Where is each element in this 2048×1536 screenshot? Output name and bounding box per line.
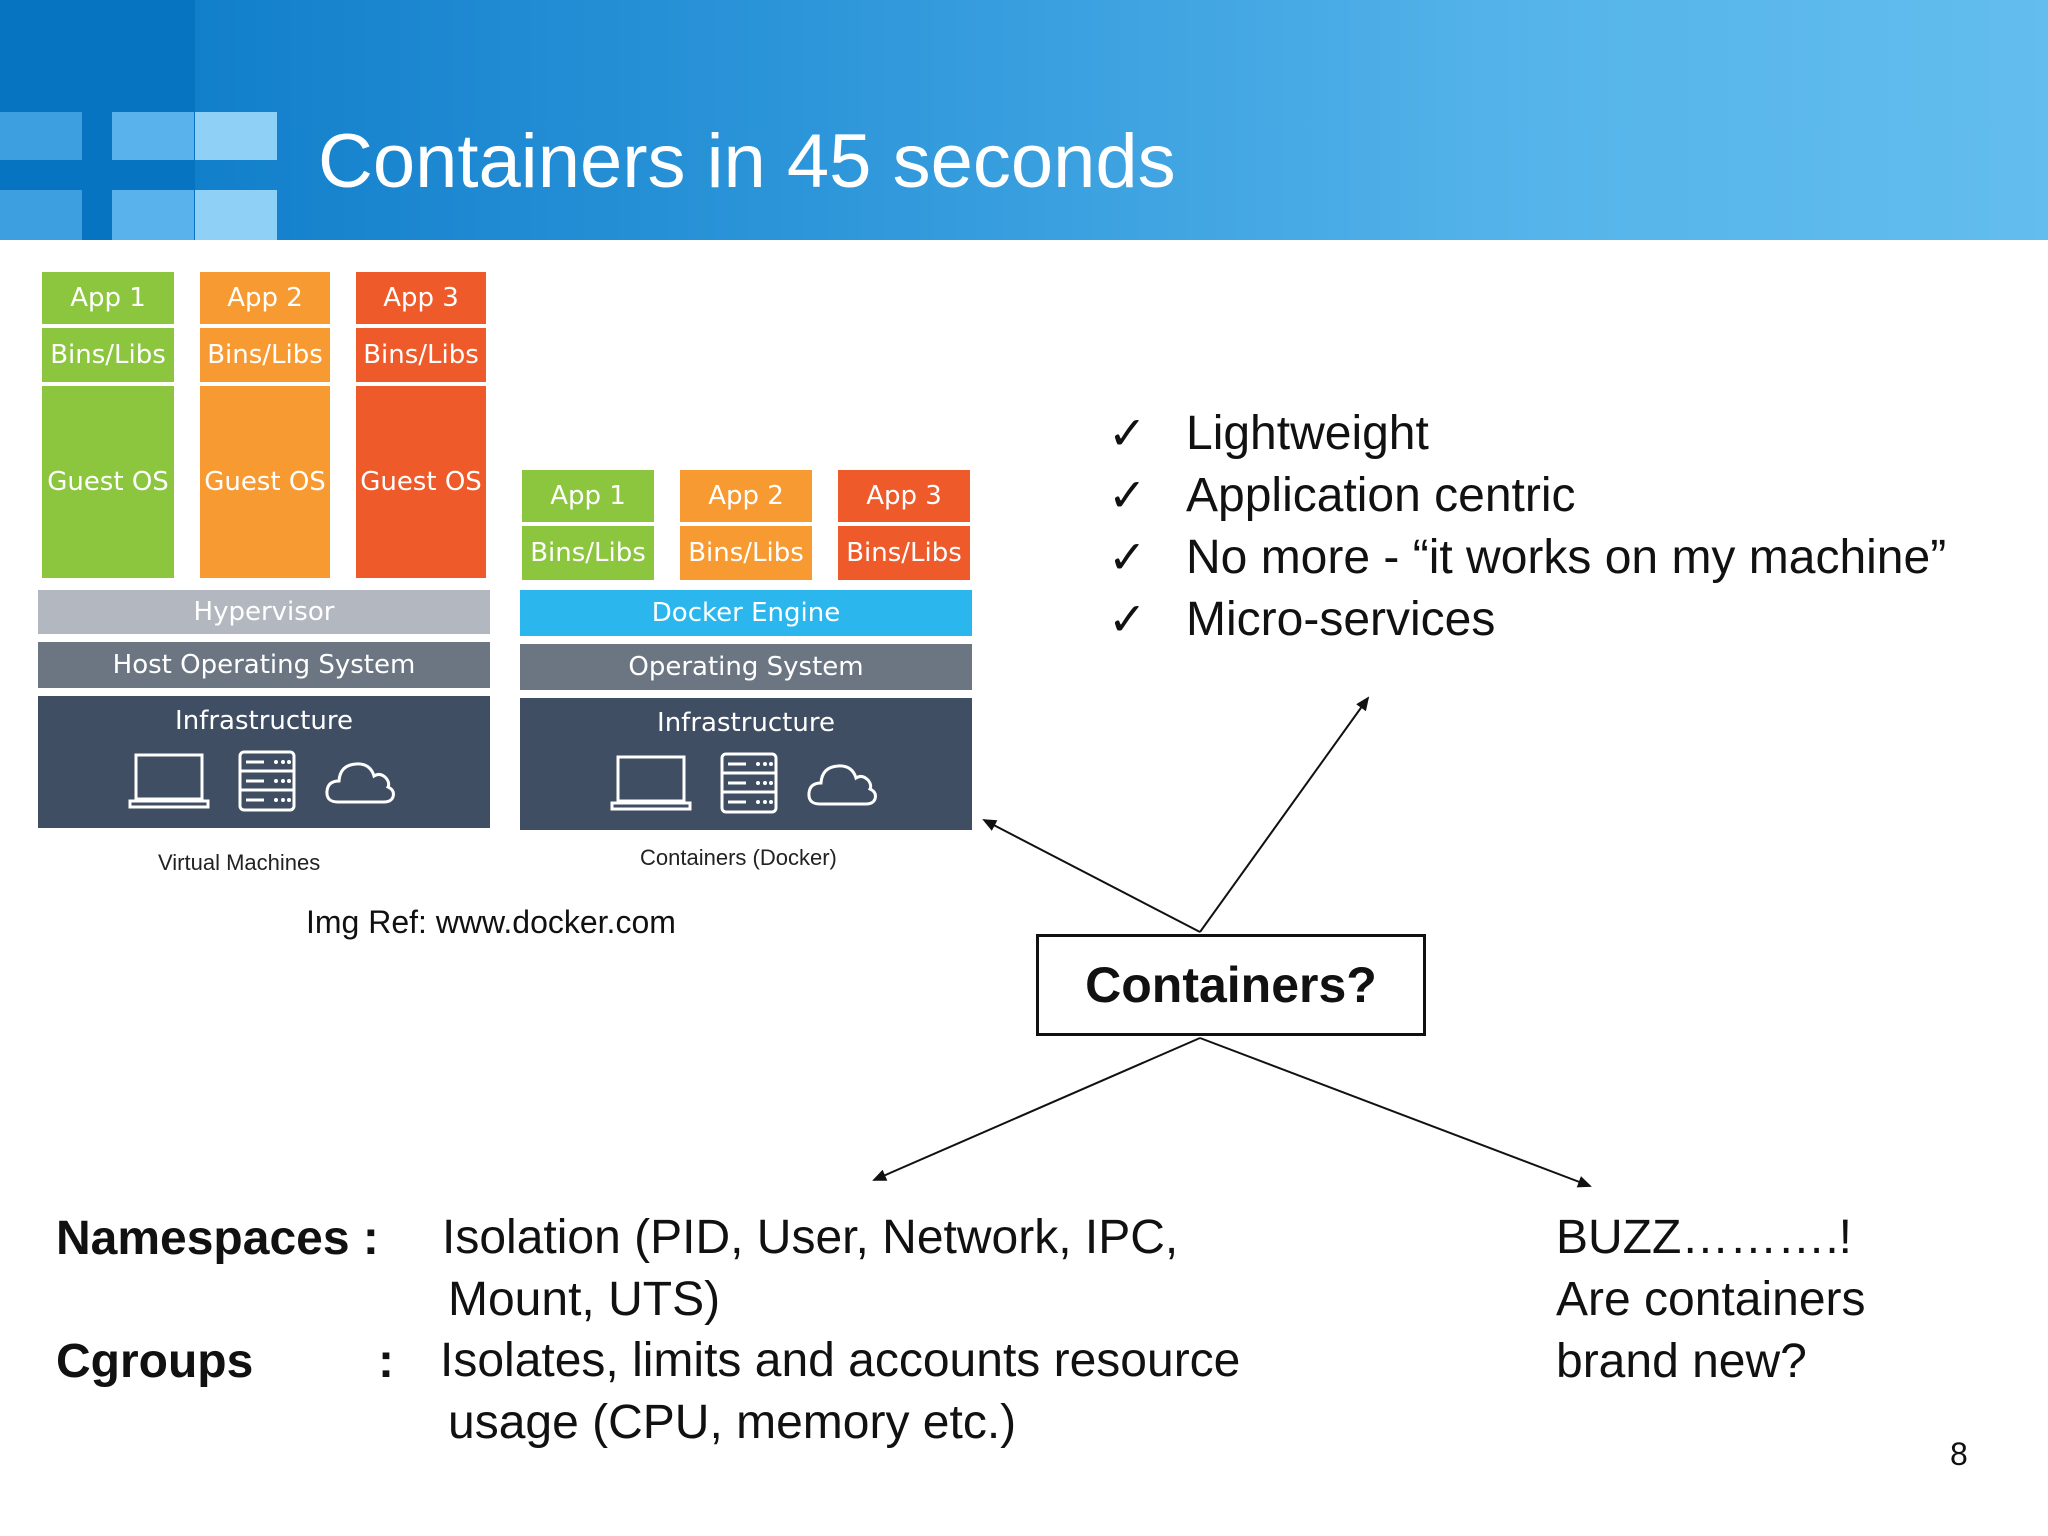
vm-infra-icons — [128, 750, 396, 812]
container-caption: Containers (Docker) — [640, 845, 837, 870]
checklist-item: ✓ Lightweight — [1108, 402, 1946, 464]
docker-engine-layer: Docker Engine — [520, 590, 972, 636]
container-os-layer: Operating System — [520, 644, 972, 690]
cgroups-term: Cgroups — [56, 1335, 254, 1388]
arrow-to-buzz — [1199, 1037, 1592, 1188]
cloud-icon — [807, 764, 877, 806]
container-bins-1: Bins/Libs — [522, 526, 654, 580]
vm-app-1: App 1 — [42, 272, 174, 324]
hypervisor-layer: Hypervisor — [38, 590, 490, 634]
arrow-to-checklist — [1199, 696, 1370, 933]
vm-app-2: App 2 — [200, 272, 330, 324]
cloud-icon — [325, 762, 395, 804]
checkmark-icon: ✓ — [1108, 530, 1147, 584]
vm-caption: Virtual Machines — [158, 850, 321, 875]
buzz-line-3: brand new? — [1556, 1335, 1807, 1388]
container-bins-3: Bins/Libs — [838, 526, 970, 580]
header-decoration — [112, 112, 194, 160]
vm-bins-2: Bins/Libs — [200, 328, 330, 382]
host-os-layer: Host Operating System — [38, 642, 490, 688]
container-bins-2: Bins/Libs — [680, 526, 812, 580]
slide-title: Containers in 45 seconds — [318, 119, 1176, 204]
header-decoration — [195, 112, 277, 160]
cgroups-colon: : — [378, 1335, 394, 1388]
containers-question-box: Containers? — [1036, 934, 1426, 1036]
buzz-line-1: BUZZ……….! — [1556, 1211, 1852, 1264]
vm-guest-os-2: Guest OS — [200, 386, 330, 578]
arrow-to-diagram — [982, 819, 1201, 933]
page-number: 8 — [1950, 1436, 1968, 1472]
checklist-item: ✓ Application centric — [1108, 464, 1946, 526]
laptop-icon — [128, 753, 210, 809]
header-decoration — [0, 190, 82, 240]
vm-guest-os-1: Guest OS — [42, 386, 174, 578]
checklist-item-label: Micro-services — [1186, 592, 1496, 646]
container-infra-icons — [610, 752, 878, 814]
checklist-item: ✓ No more - “it works on my machine” — [1108, 526, 1946, 588]
benefits-checklist: ✓ Lightweight ✓ Application centric ✓ No… — [1108, 402, 1946, 650]
server-icon — [720, 752, 778, 814]
vm-bins-1: Bins/Libs — [42, 328, 174, 382]
buzz-note: BUZZ……….! Are containers brand new? — [1556, 1207, 1866, 1393]
server-icon — [238, 750, 296, 812]
namespaces-description-2: Mount, UTS) — [448, 1273, 721, 1326]
checkmark-icon: ✓ — [1108, 592, 1147, 646]
vm-app-3: App 3 — [356, 272, 486, 324]
arrow-to-namespaces — [872, 1037, 1201, 1181]
checklist-item-label: Lightweight — [1186, 406, 1429, 460]
header-decoration — [112, 190, 194, 240]
cgroups-description-1: Isolates, limits and accounts resource — [440, 1334, 1241, 1387]
namespaces-description-1: Isolation (PID, User, Network, IPC, — [442, 1211, 1179, 1264]
header-banner: Containers in 45 seconds — [0, 0, 2048, 240]
checklist-item-label: No more - “it works on my machine” — [1186, 530, 1947, 584]
container-app-2: App 2 — [680, 470, 812, 522]
buzz-line-2: Are containers — [1556, 1273, 1866, 1326]
checklist-item-label: Application centric — [1186, 468, 1576, 522]
checklist-item: ✓ Micro-services — [1108, 588, 1946, 650]
vm-guest-os-3: Guest OS — [356, 386, 486, 578]
checkmark-icon: ✓ — [1108, 468, 1147, 522]
namespaces-term: Namespaces : — [56, 1212, 379, 1265]
header-decoration — [0, 112, 82, 160]
laptop-icon — [610, 755, 692, 811]
cgroups-description-2: usage (CPU, memory etc.) — [448, 1396, 1017, 1449]
image-reference: Img Ref: www.docker.com — [306, 904, 676, 940]
container-app-3: App 3 — [838, 470, 970, 522]
vm-bins-3: Bins/Libs — [356, 328, 486, 382]
header-decoration — [195, 190, 277, 240]
checkmark-icon: ✓ — [1108, 406, 1147, 460]
container-app-1: App 1 — [522, 470, 654, 522]
